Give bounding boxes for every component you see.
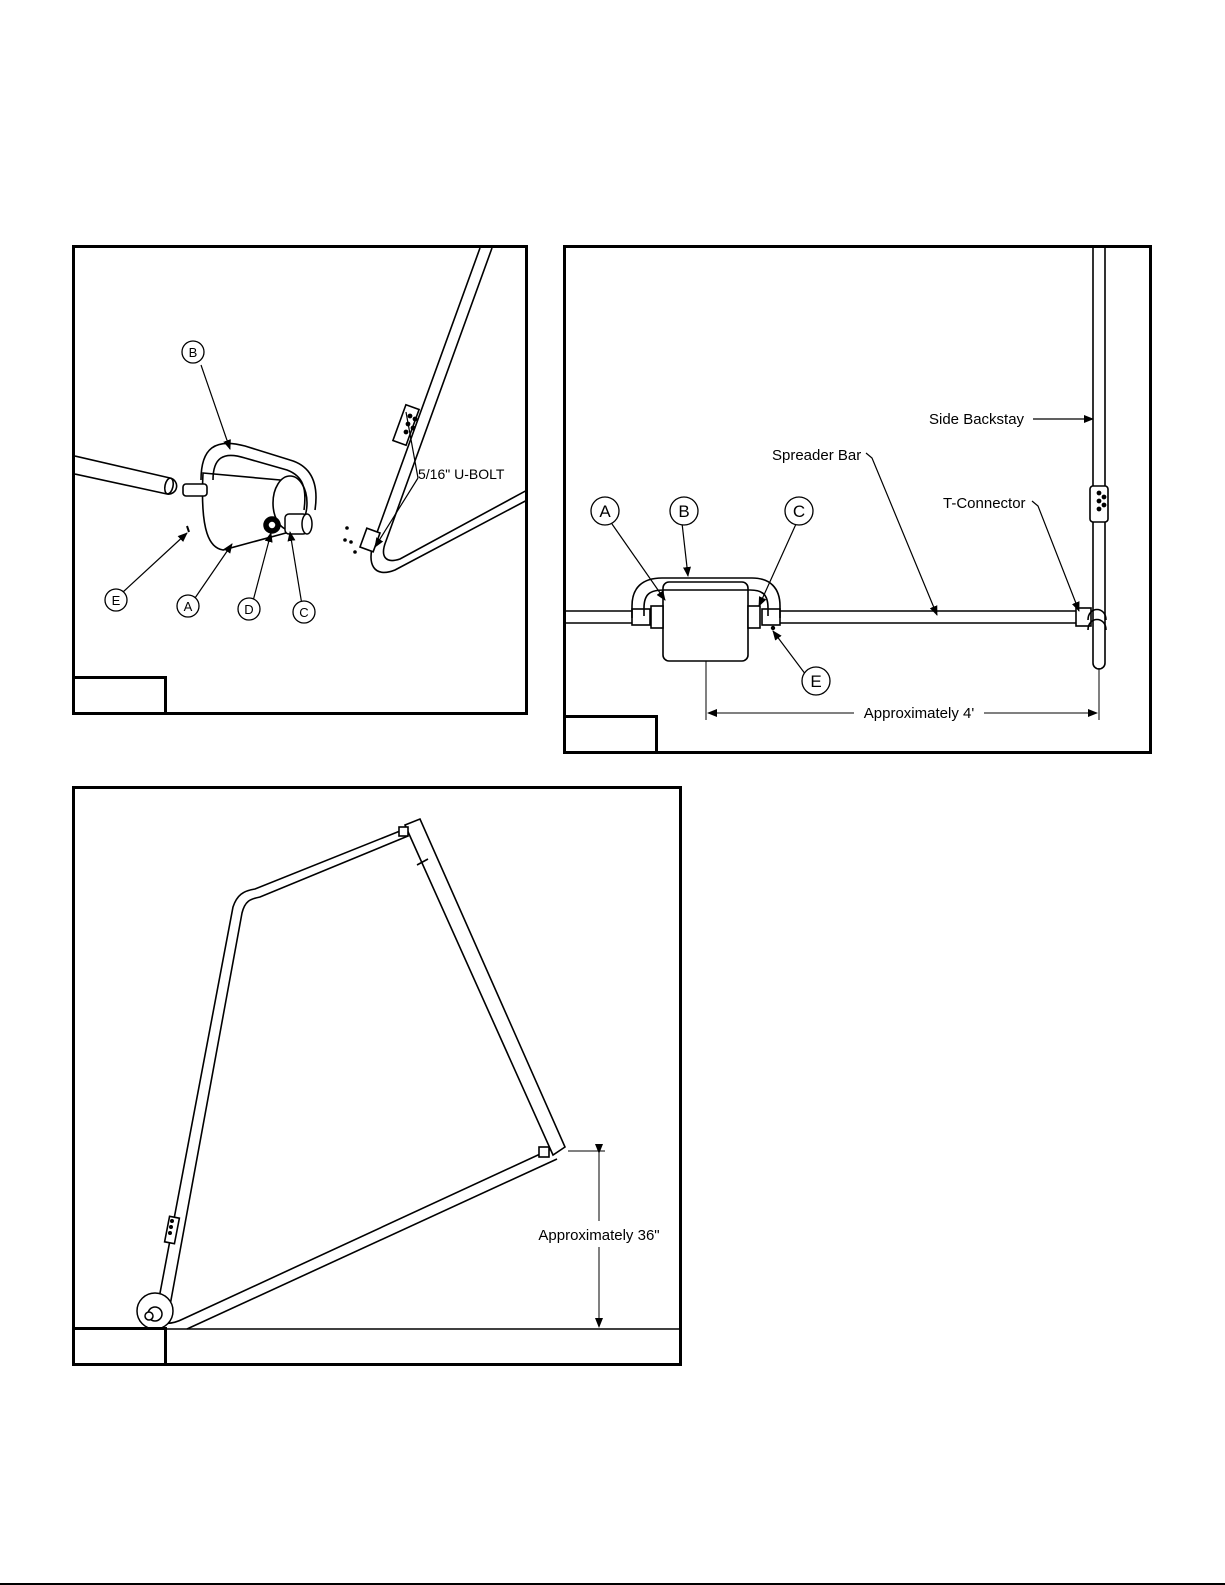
callout-c: C [785, 497, 813, 525]
callout-e: E [105, 589, 127, 611]
deck-mount [137, 1293, 173, 1329]
clamp-body [183, 473, 307, 550]
backstay-tube [360, 248, 528, 572]
callout-a: A [591, 497, 619, 525]
side-backstay-tube [1090, 248, 1108, 669]
svg-text:D: D [244, 602, 253, 617]
svg-text:C: C [793, 502, 805, 521]
t-connector-label: T-Connector [943, 495, 1026, 512]
figure-number-box [75, 676, 167, 712]
screw-dots [343, 526, 357, 554]
callout-a: A [177, 595, 199, 617]
screw-e [187, 526, 189, 532]
figure-exploded-view: B E A D C 5/16" U-BOLT [72, 245, 528, 715]
figure-assembled-view: A B C E Side Backstay Spreader Bar T-Con… [563, 245, 1152, 754]
svg-text:E: E [810, 672, 821, 691]
svg-text:A: A [184, 599, 193, 614]
frame-height-drawing: Approximately 36" [75, 789, 682, 1366]
svg-text:A: A [599, 502, 611, 521]
assembled-view-drawing: A B C E Side Backstay Spreader Bar T-Con… [566, 248, 1152, 754]
clamp-body [632, 582, 780, 661]
dimension-label: Approximately 4' [864, 705, 975, 722]
svg-text:B: B [678, 502, 689, 521]
exploded-view-drawing: B E A D C 5/16" U-BOLT [75, 248, 528, 715]
figure-number-box [566, 715, 658, 751]
side-backstay-label: Side Backstay [929, 411, 1025, 428]
washer-nut [264, 514, 312, 534]
callout-b: B [182, 341, 204, 363]
ubolt-label: 5/16" U-BOLT [418, 466, 505, 482]
figure-number-box [75, 1327, 167, 1363]
svg-text:B: B [189, 345, 198, 360]
figure-frame-height: Approximately 36" [72, 786, 682, 1366]
bimini-frame [157, 819, 565, 1329]
spreader-bar-label: Spreader Bar [772, 447, 861, 464]
callout-c: C [293, 601, 315, 623]
svg-text:C: C [299, 605, 308, 620]
screw-e [771, 626, 775, 630]
spreader-bar-tube [75, 456, 177, 495]
callout-b: B [670, 497, 698, 525]
callout-d: D [238, 598, 260, 620]
svg-text:E: E [112, 593, 121, 608]
dimension-label: Approximately 36" [538, 1227, 659, 1244]
callout-e: E [802, 667, 830, 695]
